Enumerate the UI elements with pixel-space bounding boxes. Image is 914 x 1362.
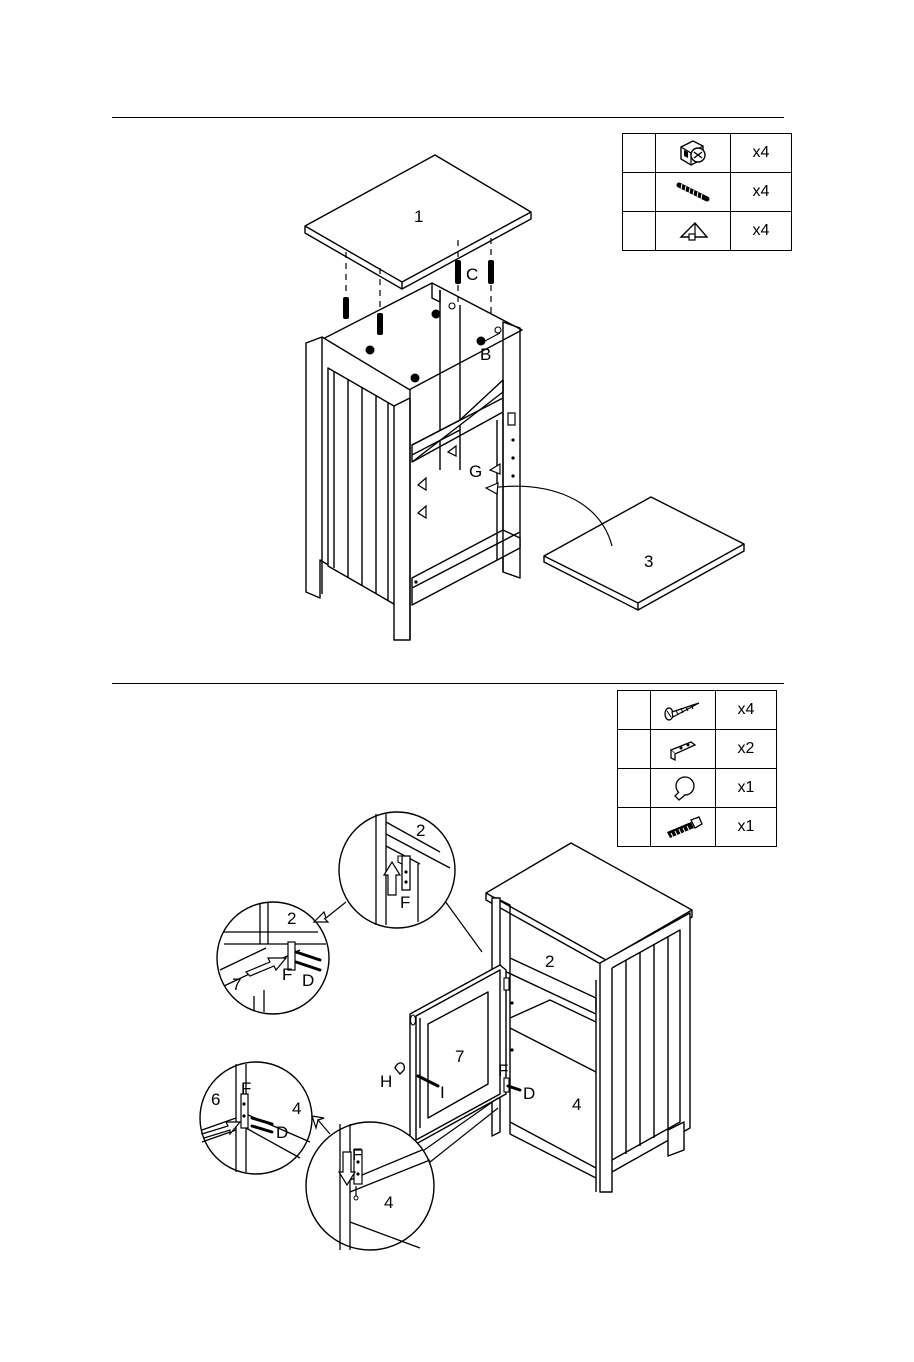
label-screw-mag-c: D [276, 1123, 288, 1142]
detail-circle-lower-hinge [306, 1122, 434, 1250]
label-hinge-main: F [498, 1061, 508, 1080]
label-shelf-main-lower: 4 [572, 1095, 581, 1114]
label-screw-mag-b: D [302, 971, 314, 990]
label-shelf-mag-b: 2 [287, 909, 296, 928]
label-shelf-mag-d: 4 [384, 1193, 393, 1212]
label-bolt: I [440, 1083, 445, 1102]
label-knob: H [380, 1072, 392, 1091]
detail-circle-lower-screw [200, 1062, 312, 1174]
label-hinge-mag-d: F [352, 1145, 362, 1164]
label-shelf-upper: 2 [416, 821, 425, 840]
label-side-mag-c: 6 [211, 1090, 220, 1109]
label-screw-main: D [523, 1084, 535, 1103]
label-shelf-mag-c: 4 [292, 1099, 301, 1118]
label-door-main: 7 [455, 1047, 464, 1066]
label-door-mag-b: 7 [232, 975, 241, 994]
label-shelf-main-upper: 2 [545, 952, 554, 971]
label-hinge-upper: F [400, 893, 410, 912]
detail-circle-upper-screw [217, 902, 329, 1014]
label-hinge-mag-c: F [241, 1079, 251, 1098]
detail-circle-upper-hinge [339, 812, 455, 928]
label-hinge-mag-b: F [282, 965, 292, 984]
